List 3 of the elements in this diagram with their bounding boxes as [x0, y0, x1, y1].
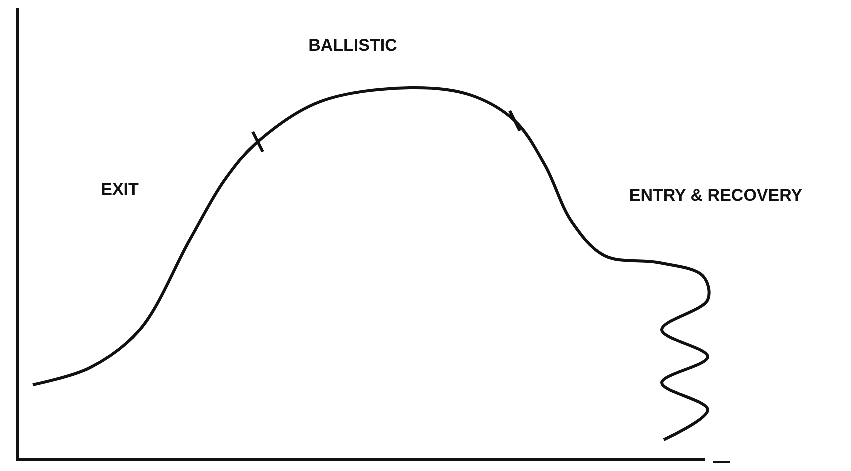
phase-label: ENTRY & RECOVERY — [629, 186, 803, 206]
phase-label: BALLISTIC — [308, 36, 398, 56]
phase-label: EXIT — [101, 180, 139, 200]
